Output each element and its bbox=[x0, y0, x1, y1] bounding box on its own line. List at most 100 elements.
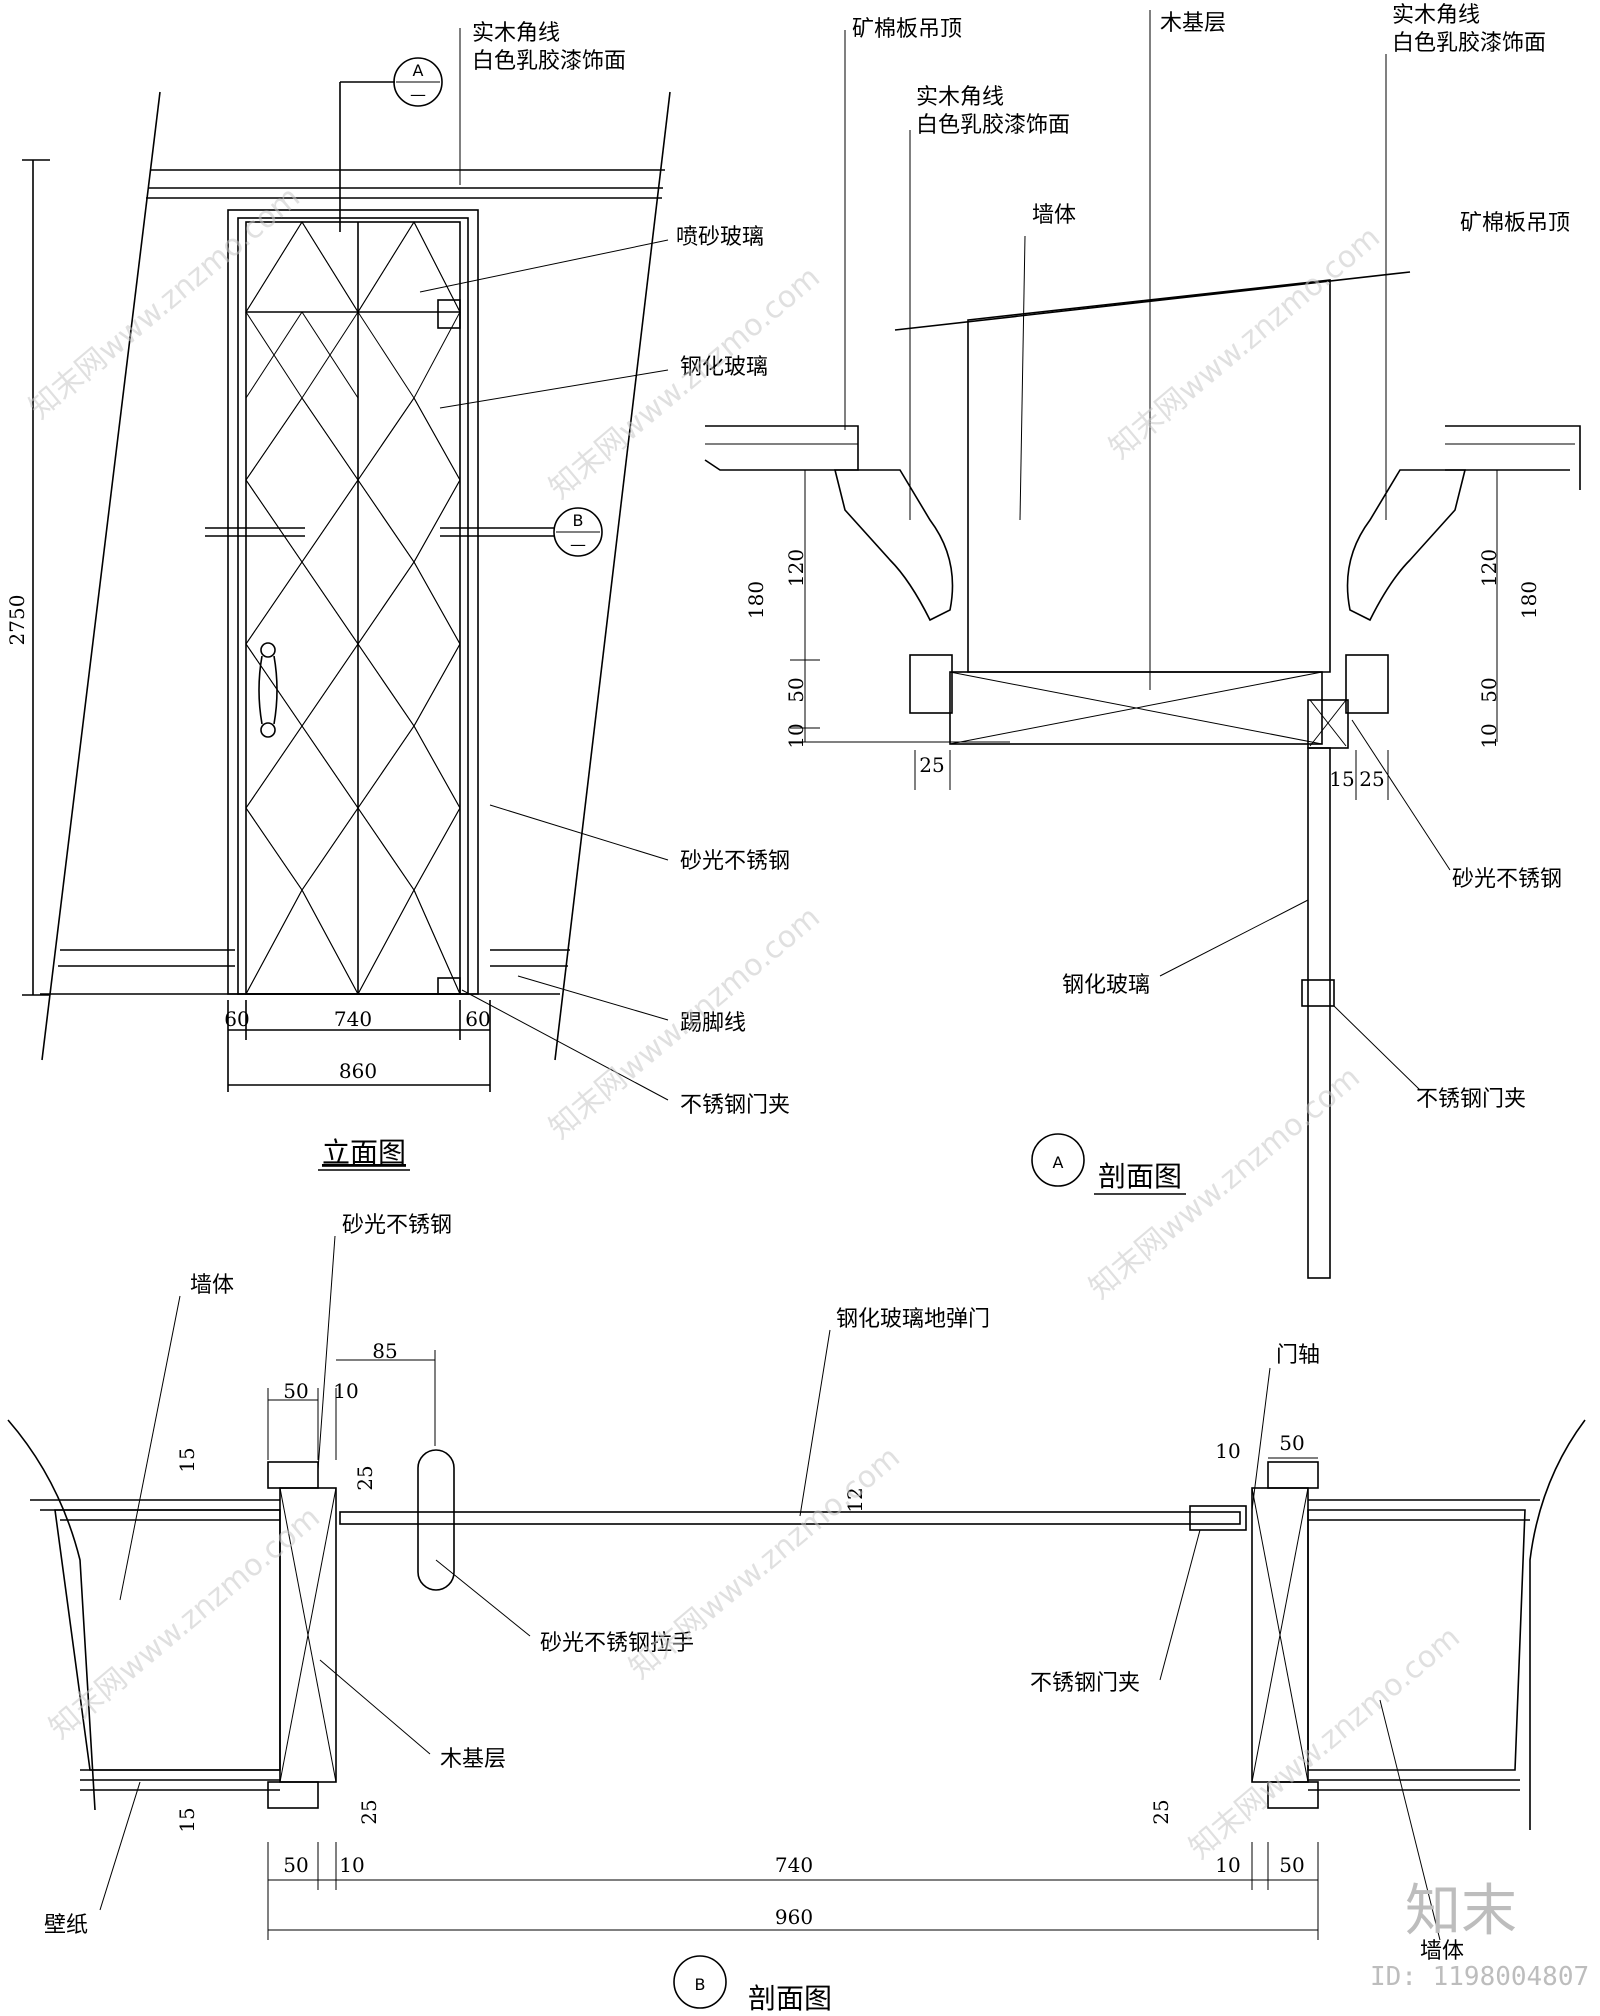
watermark-site-8: 知末网www.znzmo.com bbox=[1183, 1620, 1467, 1866]
elevation-view: A — B — 2750 60 740 60 860 实木角线 白色乳胶漆饰面 … bbox=[5, 21, 790, 1171]
section-b-marker-letter: B bbox=[573, 511, 584, 530]
leader-wall-b-right bbox=[1379, 1699, 1441, 1941]
dim-b-25-bottom-left: 25 bbox=[357, 1799, 381, 1824]
cornice-left bbox=[833, 469, 954, 622]
watermark-site-3: 知末网www.znzmo.com bbox=[1103, 220, 1387, 466]
label-tempered-glass-a: 钢化玻璃 bbox=[1062, 973, 1150, 998]
trim-left-top-b bbox=[267, 1461, 319, 1489]
ceiling-slope bbox=[894, 271, 1411, 331]
wood-frame-a bbox=[949, 671, 1323, 745]
elev-left-outline bbox=[41, 91, 161, 1061]
trim-left-bottom-b bbox=[267, 1781, 319, 1809]
label-door-pivot: 门轴 bbox=[1276, 1343, 1320, 1368]
dim-b-50-left: 50 bbox=[283, 1379, 308, 1403]
section-b-view: 50 10 85 25 12 15 15 10 50 25 25 50 10 7… bbox=[7, 1213, 1586, 2015]
leader-wallpaper bbox=[99, 1781, 141, 1911]
right-wall-lines bbox=[1308, 1499, 1540, 1791]
wall-block-a bbox=[967, 279, 1331, 673]
dim-a-180-right: 180 bbox=[1517, 581, 1541, 619]
dim-a-50-right: 50 bbox=[1477, 677, 1501, 702]
right-wall-edge bbox=[1529, 1419, 1586, 1830]
label-wall-b-left: 墙体 bbox=[190, 1273, 234, 1298]
leader-stainless-elev bbox=[489, 804, 669, 861]
dim-b-15-top: 15 bbox=[175, 1447, 199, 1472]
door-clip-a bbox=[1301, 979, 1335, 1007]
leader-stainless-b bbox=[317, 1235, 336, 1471]
trim-left-a bbox=[909, 654, 953, 714]
label-white-latex-elev: 白色乳胶漆饰面 bbox=[472, 49, 626, 74]
watermark-site-1: 知末网www.znzmo.com bbox=[23, 180, 307, 426]
label-satin-stainless-elev: 砂光不锈钢 bbox=[680, 849, 790, 874]
stainless-pull-handle bbox=[417, 1449, 455, 1591]
dim-b-10-bottom-left: 10 bbox=[339, 1853, 364, 1877]
label-stainless-pull-handle: 砂光不锈钢拉手 bbox=[540, 1631, 694, 1656]
leader-door-clip-b bbox=[1159, 1529, 1201, 1681]
glass-leaf-a bbox=[1307, 747, 1331, 1279]
label-satin-stainless-b: 砂光不锈钢 bbox=[342, 1213, 452, 1238]
leader-door-clip-a bbox=[1333, 1005, 1421, 1091]
label-wallpaper: 壁纸 bbox=[44, 1913, 88, 1938]
section-b-title-marker bbox=[673, 1955, 727, 2009]
watermark-id: ID: 1198004807 bbox=[1370, 1962, 1589, 1992]
label-wood-base-a: 木基层 bbox=[1160, 11, 1226, 36]
elev-right-outline bbox=[554, 91, 671, 1061]
leader-pull-handle bbox=[435, 1559, 531, 1637]
label-door-clip-a: 不锈钢门夹 bbox=[1416, 1087, 1526, 1112]
leader-skirting bbox=[517, 975, 669, 1021]
section-b-title-letter: B bbox=[695, 1975, 706, 1994]
dim-60-left: 60 bbox=[224, 1007, 249, 1031]
label-tempered-glass-elev: 钢化玻璃 bbox=[680, 355, 768, 380]
ceiling-right bbox=[1445, 425, 1581, 490]
watermark-site-6: 知末网www.znzmo.com bbox=[43, 1500, 327, 1746]
trim-right-a bbox=[1345, 654, 1389, 714]
dim-740: 740 bbox=[334, 1007, 372, 1031]
leader-sandblast bbox=[419, 239, 669, 293]
label-wood-base-b: 木基层 bbox=[440, 1747, 506, 1772]
trim-right-top-b bbox=[1267, 1461, 1319, 1489]
left-wall-edge bbox=[7, 1419, 96, 1811]
label-satin-stainless-a: 砂光不锈钢 bbox=[1452, 867, 1562, 892]
dim-860: 860 bbox=[339, 1059, 377, 1083]
top-door-clip bbox=[437, 299, 461, 329]
section-b-marker bbox=[553, 507, 603, 557]
leader-tempered-elev bbox=[439, 369, 669, 409]
section-a-marker-letter: A bbox=[413, 61, 424, 80]
title-section-b: 剖面图 bbox=[748, 1982, 832, 2015]
cornice-right bbox=[1346, 469, 1467, 622]
dim-a-25-right: 25 bbox=[1359, 767, 1384, 791]
watermark-site-7: 知末网www.znzmo.com bbox=[623, 1440, 907, 1686]
dim-a-15: 15 bbox=[1329, 767, 1354, 791]
label-mineral-ceiling-left: 矿棉板吊顶 bbox=[852, 17, 962, 42]
dim-a-180-left: 180 bbox=[744, 581, 768, 619]
label-floor-spring-door: 钢化玻璃地弹门 bbox=[836, 1307, 990, 1332]
watermark-brand: 知末 bbox=[1405, 1879, 1517, 1944]
door-clip-b bbox=[1189, 1505, 1247, 1531]
section-a-title-letter: A bbox=[1053, 1153, 1064, 1172]
ceiling-left bbox=[704, 425, 859, 471]
wall-block-b-right bbox=[1307, 1509, 1526, 1771]
dim-b-10-left: 10 bbox=[333, 1379, 358, 1403]
dim-b-960: 960 bbox=[775, 1905, 813, 1929]
watermark-layer: 知末网www.znzmo.com 知末网www.znzmo.com 知末网www… bbox=[23, 180, 1590, 1992]
leader-wall-a bbox=[1019, 235, 1026, 521]
leader-door-clip-elev bbox=[461, 989, 669, 1101]
left-diamonds bbox=[245, 221, 359, 995]
label-solid-wood-trim-a: 实木角线 bbox=[916, 85, 1004, 110]
dim-b-15-bottom: 15 bbox=[175, 1807, 199, 1832]
label-wall-a: 墙体 bbox=[1032, 203, 1076, 228]
door-glass-panel bbox=[245, 221, 461, 995]
label-skirting: 踢脚线 bbox=[680, 1011, 746, 1036]
label-sandblasted-glass: 喷砂玻璃 bbox=[676, 225, 764, 250]
right-diamonds bbox=[357, 220, 461, 995]
label-mineral-ceiling-right: 矿棉板吊顶 bbox=[1460, 211, 1570, 236]
bottom-door-clip bbox=[437, 977, 461, 995]
leader-stainless-a bbox=[1351, 719, 1451, 871]
dim-a-10-left: 10 bbox=[784, 723, 808, 748]
label-white-latex-a-right: 白色乳胶漆饰面 bbox=[1392, 31, 1546, 56]
dim-b-740: 740 bbox=[775, 1853, 813, 1877]
dim-b-50-bottom-right: 50 bbox=[1279, 1853, 1304, 1877]
label-solid-wood-trim-a-right: 实木角线 bbox=[1392, 3, 1480, 28]
dim-60-right: 60 bbox=[465, 1007, 490, 1031]
title-elevation: 立面图 bbox=[322, 1136, 406, 1169]
dim-b-50-right-top: 50 bbox=[1279, 1431, 1304, 1455]
